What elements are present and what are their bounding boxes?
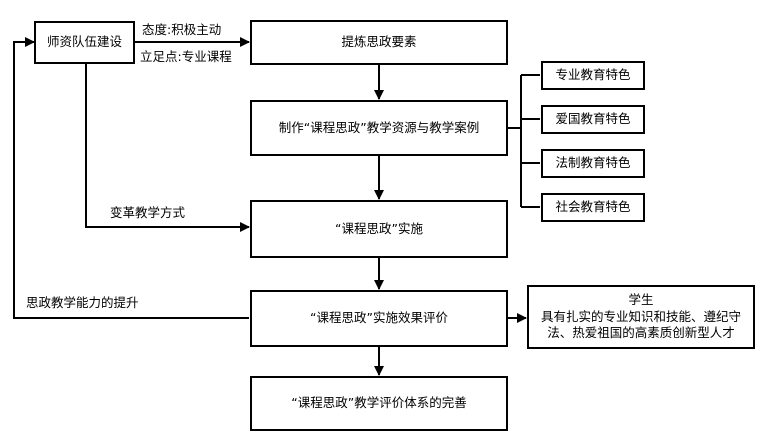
node-evaluate: “课程思政”实施效果评价	[250, 290, 508, 347]
node-teachers: 师资队伍建设	[34, 21, 135, 64]
student-description: 具有扎实的专业知识和技能、遵纪守法、热爱祖国的高素质创新型人才	[540, 308, 741, 341]
student-title: 学生	[628, 291, 654, 307]
node-extract: 提炼思政要素	[250, 20, 508, 65]
node-student: 学生 具有扎实的专业知识和技能、遵纪守法、热爱祖国的高素质创新型人才	[527, 285, 755, 349]
arrow-feedback-to-teachers	[13, 37, 249, 319]
node-produce: 制作“课程思政”教学资源与教学案例	[250, 100, 508, 156]
node-feature-social: 社会教育特色	[541, 193, 645, 222]
arrow-teachers-to-implement	[85, 63, 250, 232]
node-implement: “课程思政”实施	[250, 200, 508, 258]
node-feature-patriotic: 爱国教育特色	[541, 105, 645, 134]
edge-label-reform: 变革教学方式	[110, 205, 186, 220]
edge-label-attitude: 态度:积极主动	[142, 22, 222, 37]
node-feature-legal: 法制教育特色	[541, 149, 645, 178]
node-perfect: “课程思政”教学评价体系的完善	[250, 376, 508, 431]
edge-label-standpoint: 立足点:专业课程	[140, 49, 232, 64]
node-feature-professional: 专业教育特色	[541, 61, 645, 90]
edge-label-ability: 思政教学能力的提升	[26, 295, 139, 310]
